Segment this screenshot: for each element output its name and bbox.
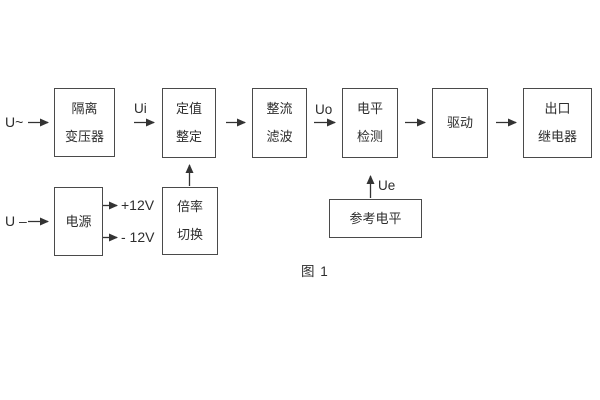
- block-ratio-switch: 倍率 切换: [162, 187, 218, 255]
- block-line: 隔离: [71, 100, 98, 116]
- label-uo: Uo: [315, 102, 333, 117]
- block-level-detect: 电平 检测: [342, 88, 398, 158]
- block-line: 出口: [544, 101, 571, 116]
- block-reference-level: 参考电平: [329, 199, 422, 238]
- block-line: 整定: [175, 129, 202, 144]
- block-value-setting: 定值 整定: [162, 88, 216, 158]
- block-line: 电平: [356, 101, 383, 116]
- block-line: 滤波: [266, 129, 293, 144]
- block-output-relay: 出口 继电器: [523, 88, 592, 158]
- block-line: 电源: [65, 213, 92, 229]
- block-power-supply: 电源: [54, 187, 103, 256]
- block-line: 整流: [266, 101, 293, 116]
- block-line: 参考电平: [349, 210, 402, 226]
- label-ui: Ui: [134, 101, 147, 116]
- figure-caption: 图 1: [301, 264, 329, 279]
- block-line: 驱动: [446, 115, 473, 130]
- label-input-dc: U –: [5, 213, 27, 229]
- block-line: 切换: [176, 227, 203, 242]
- block-drive: 驱动: [432, 88, 488, 158]
- label-input-ac: U~: [5, 114, 24, 130]
- block-line: 变压器: [64, 128, 104, 144]
- label-ue: Ue: [378, 178, 396, 193]
- block-isolation-transformer: 隔离 变压器: [54, 88, 115, 157]
- label-minus-12v: - 12V: [121, 229, 155, 245]
- block-line: 倍率: [176, 199, 203, 214]
- block-line: 定值: [175, 101, 202, 116]
- block-line: 检测: [356, 129, 383, 144]
- block-rectify-filter: 整流 滤波: [252, 88, 307, 158]
- block-line: 继电器: [537, 129, 577, 144]
- label-plus-12v: +12V: [121, 197, 155, 213]
